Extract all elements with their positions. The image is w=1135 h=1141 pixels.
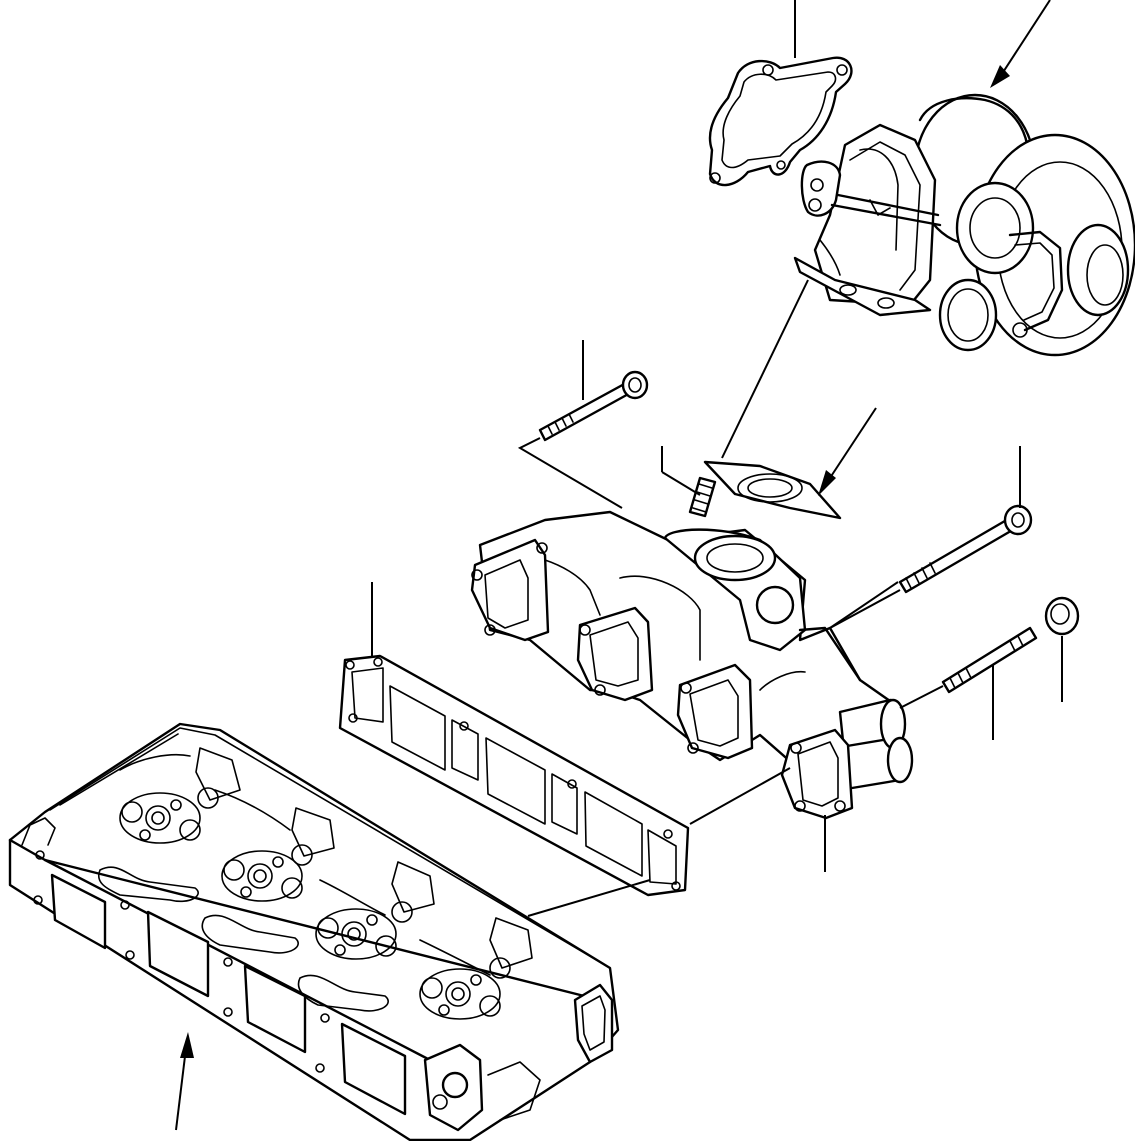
- connector-line: [899, 685, 944, 709]
- stud-bolt: [941, 626, 1038, 694]
- arrow-head: [180, 1032, 194, 1058]
- inlet-flange-pipe: [780, 698, 914, 820]
- cylinder-2: [221, 807, 335, 902]
- manifold-bolt-short: [538, 370, 649, 442]
- manifold-gasket: [338, 654, 690, 897]
- connector-line: [829, 589, 901, 629]
- cylinder-3: [315, 861, 435, 960]
- cylinder-4: [419, 917, 533, 1020]
- turbocharger-gasket: [708, 56, 853, 187]
- turbocharger: [793, 93, 1135, 357]
- connector-line: [517, 437, 623, 509]
- cylinder-head: [8, 722, 620, 1141]
- leader-arrow: [175, 1047, 187, 1131]
- connector-line: [689, 767, 791, 825]
- arrow-head: [990, 65, 1010, 88]
- cylinder-1: [119, 747, 241, 844]
- flange-nut: [1044, 596, 1080, 636]
- connector-line: [721, 279, 809, 459]
- connector-line: [527, 879, 651, 917]
- stud: [688, 476, 717, 518]
- arrow-head: [818, 470, 836, 496]
- leader-line: [661, 471, 701, 496]
- leader-line: [829, 581, 899, 629]
- exhaust-manifold: [470, 510, 902, 772]
- leader-arrow: [825, 407, 877, 485]
- long-bolt: [898, 504, 1033, 594]
- leader-arrow: [997, 0, 1051, 81]
- turbo-flange-gasket: [703, 460, 842, 520]
